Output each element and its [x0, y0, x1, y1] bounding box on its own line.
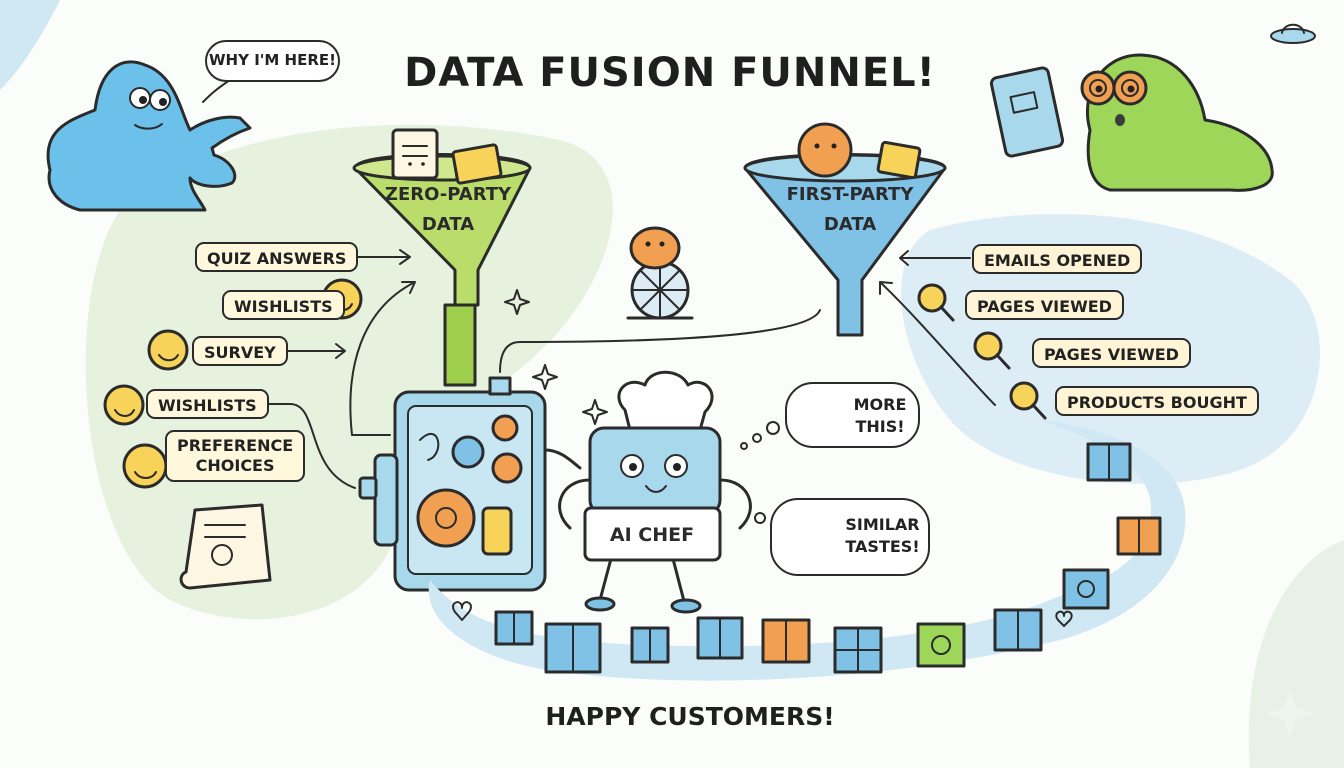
sparkle-icon [504, 289, 530, 315]
thought-dot [752, 433, 762, 443]
sparkle-icon [1266, 690, 1314, 738]
first-party-line2: DATA [824, 214, 876, 235]
hamster-wheel-icon [626, 226, 694, 320]
speech-text: WHY I'M HERE! [209, 51, 336, 69]
preference-line2: CHOICES [195, 456, 275, 475]
page-title: DATA FUSION FUNNEL! [404, 50, 936, 96]
speech-bubble: WHY I'M HERE! [205, 40, 340, 82]
thought-bubble-similar: SIMILAR TASTES! [770, 498, 930, 576]
flow-arrows [254, 249, 996, 489]
blob-character-icon [46, 60, 252, 212]
chef-label: AI CHEF [610, 524, 694, 546]
label-emails-opened: EMAILS OPENED [972, 244, 1143, 274]
first-party-line1: FIRST-PARTY [787, 184, 915, 205]
robot-chef-icon [558, 370, 752, 614]
similar-line1: SIMILAR [845, 515, 920, 534]
label-products-bought: PRODUCTS BOUGHT [1055, 386, 1259, 416]
zero-party-line2: DATA [422, 214, 474, 235]
corner-wash-right [1248, 540, 1344, 768]
thought-dot [754, 512, 766, 524]
label-preference-choices: PREFERENCE CHOICES [165, 430, 306, 482]
zero-party-funnel-icon [352, 128, 532, 387]
thought-bubble-more: MORE THIS! [785, 382, 920, 448]
thought-dot [740, 442, 748, 450]
heart-icon [452, 601, 472, 621]
zero-party-line1: ZERO-PARTY [385, 184, 512, 205]
machine-gears-icon [358, 376, 582, 592]
binoculars-character-icon [989, 53, 1274, 192]
magnifier-icon [917, 283, 1047, 420]
first-party-funnel-icon [743, 122, 947, 337]
similar-line2: TASTES! [845, 537, 920, 556]
scroll-icon [179, 503, 272, 590]
ufo-icon [1270, 23, 1316, 44]
label-wishlists-2: WISHLISTS [146, 389, 269, 419]
label-pages-viewed-2: PAGES VIEWED [1032, 338, 1191, 368]
label-survey: SURVEY [192, 336, 288, 366]
corner-wash-left [0, 0, 60, 90]
gift-box-icon [494, 442, 1162, 674]
preference-line1: PREFERENCE [177, 436, 294, 455]
sparkle-icon [532, 364, 558, 390]
thought-dot [766, 421, 780, 435]
label-wishlists: WISHLISTS [222, 290, 345, 320]
more-line1: MORE [853, 395, 907, 414]
more-line2: THIS! [855, 417, 905, 436]
heart-icon [1055, 610, 1073, 627]
sparkle-icon [582, 399, 608, 425]
label-quiz-answers: QUIZ ANSWERS [195, 242, 359, 272]
label-pages-viewed: PAGES VIEWED [965, 290, 1124, 320]
footer-caption: HAPPY CUSTOMERS! [545, 702, 835, 731]
